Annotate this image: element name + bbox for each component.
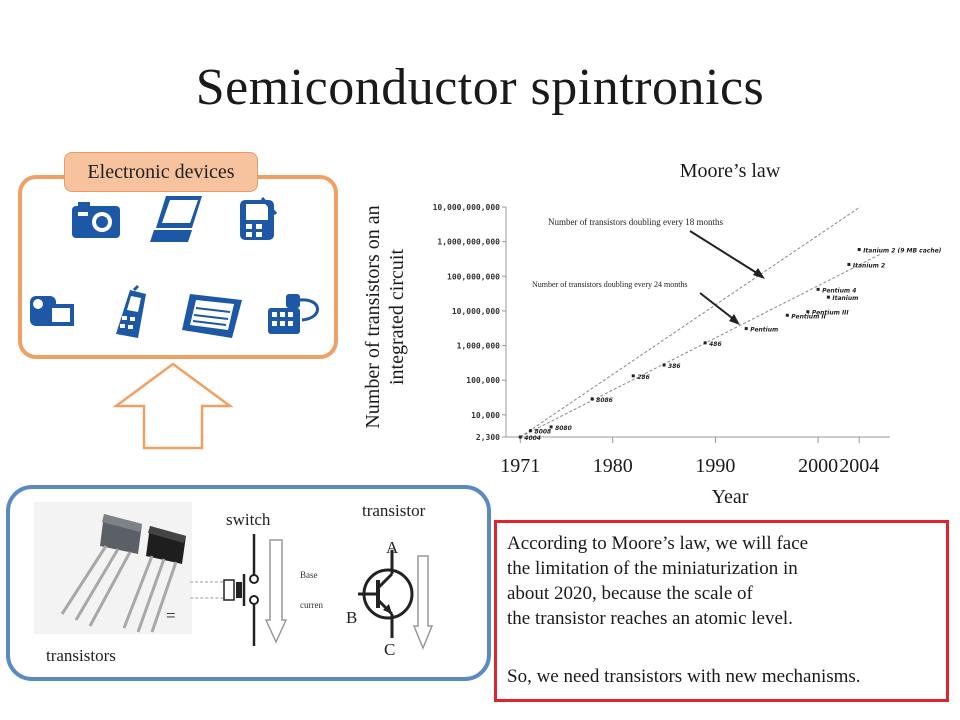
conclusion-line-3: about 2020, because the scale of [507, 583, 753, 604]
annotation-18-arrow [689, 230, 761, 276]
pin-a-label: A [386, 538, 399, 557]
conclusion-line-4: the transistor reaches an atomic level. [507, 608, 793, 629]
y-tick-label: 1,000,000 [457, 342, 501, 351]
camcorder-icon [30, 296, 74, 326]
data-point [816, 287, 820, 291]
y-tick-label: 2,300 [476, 433, 500, 442]
current-label: curren [300, 600, 323, 610]
data-point [631, 374, 635, 378]
trend-line-18-months [519, 206, 861, 438]
x-tick-label: 2004 [839, 455, 879, 477]
data-point [590, 397, 594, 401]
camera-icon [72, 202, 120, 238]
data-point-label: Itanium [832, 295, 858, 302]
x-tick-label: 1990 [695, 455, 735, 477]
data-point-label: Pentium II [791, 313, 826, 320]
base-label: Base [300, 570, 318, 580]
data-point-label: 386 [668, 363, 681, 370]
data-point [826, 295, 830, 299]
data-point-label: 486 [709, 341, 722, 348]
data-point [806, 310, 810, 314]
pin-c-label: C [384, 640, 396, 659]
y-tick-label: 100,000,000 [447, 272, 500, 281]
annotation-24-arrowhead [729, 314, 740, 325]
y-axis-label: Number of transistors on an integrated c… [362, 205, 408, 429]
data-point [549, 425, 553, 429]
switch-label: switch [226, 510, 271, 529]
conclusion-line-1: According to Moore’s law, we will face [507, 533, 809, 554]
data-point [785, 313, 789, 317]
transistor-photo [34, 502, 192, 634]
conclusion-line-5: So, we need transistors with new mechani… [507, 666, 861, 687]
pin-b-label: B [346, 608, 358, 627]
y-tick-label: 100,000 [466, 376, 500, 385]
phone-charger-icon [268, 294, 319, 334]
chart-title: Moore’s law [679, 160, 781, 182]
data-point [529, 429, 533, 433]
y-tick-label: 1,000,000,000 [437, 238, 500, 247]
data-point-label: Pentium III [812, 310, 850, 317]
annotation-18-months: Number of transistors doubling every 18 … [548, 217, 723, 227]
data-point [662, 363, 666, 367]
annotation-24-months: Number of transistors doubling every 24 … [532, 280, 688, 289]
moores-law-chart: 2,300 10,000 100,000 1,000,000 10,000,000 100… [433, 203, 942, 477]
x-tick-label: 1980 [593, 455, 633, 477]
y-tick-label: 10,000 [471, 411, 500, 420]
data-point [518, 435, 522, 439]
data-point-label: Pentium 4 [822, 287, 856, 294]
data-point [703, 341, 707, 345]
x-tick-label: 1971 [500, 455, 540, 477]
transistor-label: transistor [362, 501, 426, 520]
data-point [847, 262, 851, 266]
x-tick-label: 2000 [798, 455, 838, 477]
data-point-label: 286 [637, 374, 650, 381]
devices-tag: Electronic devices [64, 152, 258, 192]
ebook-reader-icon [182, 294, 242, 338]
slide-title: Semiconductor spintronics [195, 59, 765, 116]
data-point-label: 8086 [596, 397, 613, 404]
mobile-phone-icon [116, 284, 146, 338]
annotation-18-arrowhead [753, 268, 765, 279]
data-point [744, 327, 748, 331]
x-axis-label: Year [711, 486, 749, 508]
annotation-24-arrow [699, 292, 737, 322]
data-point [857, 248, 861, 252]
up-arrow-icon [112, 362, 234, 450]
conclusion-box: According to Moore’s law, we will face t… [494, 520, 949, 702]
data-point-label: 4004 [524, 435, 541, 442]
transistor-symbol [358, 550, 434, 650]
y-tick-label: 10,000,000,000 [433, 203, 501, 212]
data-point-label: Itanium 2 (9 MB cache) [863, 248, 941, 255]
trend-line-24-months [520, 254, 880, 438]
laptop-icon [150, 196, 202, 242]
data-point-label: 8008 [535, 429, 552, 436]
conclusion-line-2: the limitation of the miniaturization in [507, 558, 798, 579]
y-axis-label-wrap: Number of transistors on an integrated c… [350, 205, 420, 428]
data-point-label: Pentium [750, 327, 778, 334]
data-point-label: Itanium 2 [853, 262, 885, 269]
y-tick-label: 10,000,000 [452, 307, 500, 316]
data-point-label: 8080 [555, 425, 572, 432]
transistors-caption: transistors [46, 646, 116, 665]
pda-icon [240, 197, 278, 240]
equals-sign: = [166, 606, 176, 625]
switch-diagram [190, 534, 288, 646]
